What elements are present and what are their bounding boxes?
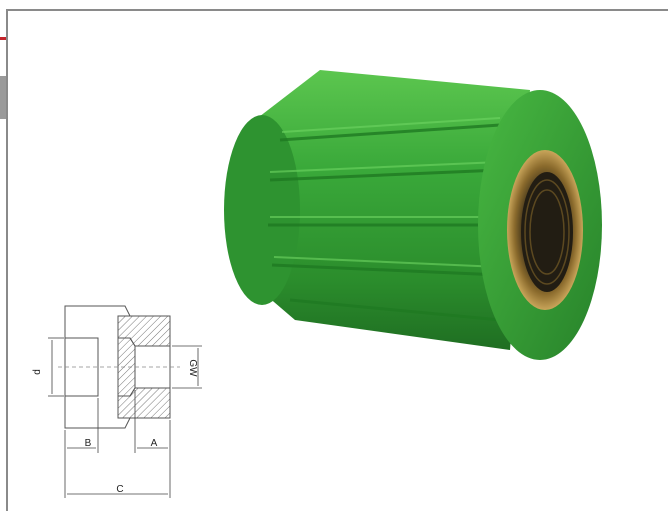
dimension-label-d: d: [32, 369, 43, 375]
technical-drawing: d GW B A C: [32, 305, 202, 498]
dimension-label-gw: GW: [187, 359, 198, 377]
side-tab[interactable]: [0, 76, 6, 119]
dimension-label-a: A: [151, 438, 158, 449]
dimension-label-c: C: [116, 484, 123, 495]
dimension-label-b: B: [85, 438, 92, 449]
accent-marker-red: [0, 37, 8, 40]
product-image-female-adapter: [224, 70, 602, 360]
